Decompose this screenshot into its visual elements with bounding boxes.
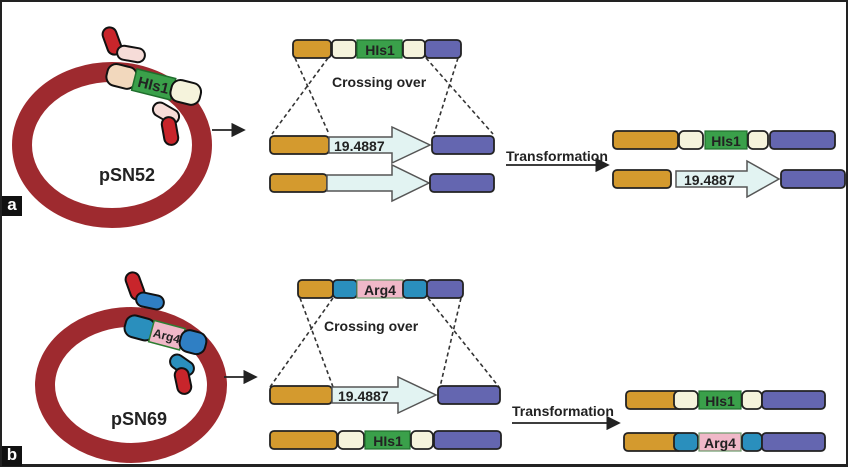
plasmid-insert: HIs1 — [105, 63, 203, 106]
primer-bottom — [169, 353, 195, 395]
crossover-lines — [271, 57, 494, 135]
gene-arrow — [331, 375, 438, 415]
result-row-1: HIs1 — [612, 130, 836, 150]
panel-tag-b: b — [2, 446, 22, 466]
homology-right — [433, 430, 502, 450]
homology-left — [292, 39, 332, 59]
marker-label: HIs1 — [705, 393, 735, 409]
target-row-2 — [269, 163, 495, 203]
plasmid-psn52: HIs1 pSN52 — [12, 26, 212, 228]
gene-arrow — [326, 163, 431, 203]
marker — [698, 390, 742, 410]
homology-right — [769, 130, 836, 150]
marker-label: HIs1 — [711, 133, 741, 149]
transformation-label: Transformation — [512, 403, 614, 419]
panel-b: Arg4 pSN69 Arg4 — [35, 271, 826, 463]
target-row-2: HIs1 — [269, 430, 502, 450]
homology-right — [431, 135, 495, 155]
plasmid-name: pSN69 — [111, 409, 167, 429]
homology-right — [780, 169, 846, 189]
marker-label: Arg4 — [704, 435, 736, 451]
homology-right — [429, 173, 495, 193]
result-row-2: Arg4 — [623, 432, 826, 452]
marker-label: HIs1 — [373, 433, 403, 449]
crossing-over-label: Crossing over — [324, 318, 419, 334]
homology-right — [437, 385, 501, 405]
insert-flank-right — [169, 79, 203, 106]
primer-bottom — [151, 101, 181, 146]
plasmid-insert: Arg4 — [123, 314, 208, 356]
homology-left — [269, 135, 330, 155]
donor-cassette: HIs1 — [292, 39, 462, 59]
homology-left — [269, 385, 333, 405]
plasmid-psn69: Arg4 pSN69 — [35, 271, 227, 463]
homology-right — [426, 279, 464, 299]
gene-label: 19.4887 — [684, 172, 735, 188]
flank-right — [402, 279, 428, 299]
flank-right — [410, 430, 434, 450]
marker — [356, 39, 403, 59]
gene-arrow — [675, 159, 781, 199]
crossing-over-label: Crossing over — [332, 74, 427, 90]
gene-label: 19.4887 — [338, 388, 389, 404]
flank-right — [741, 390, 763, 410]
flank-left — [673, 432, 699, 452]
marker — [698, 432, 742, 452]
homology-left — [612, 130, 679, 150]
insert-marker-label: Arg4 — [152, 326, 182, 347]
flank-left — [331, 39, 357, 59]
flank-left — [332, 279, 358, 299]
homology-right — [424, 39, 462, 59]
panel-a: HIs1 pSN52 HIs1 — [12, 26, 846, 228]
homology-left — [269, 430, 338, 450]
primer-top — [124, 271, 165, 311]
marker-label: Arg4 — [364, 282, 396, 298]
target-row-1: 19.4887 — [269, 375, 501, 415]
flank-right — [747, 130, 769, 150]
flank-right — [402, 39, 426, 59]
marker-label: HIs1 — [365, 42, 395, 58]
donor-cassette: Arg4 — [297, 279, 464, 299]
plasmid-name: pSN52 — [99, 165, 155, 185]
flank-left — [678, 130, 704, 150]
result-row-2: 19.4887 — [612, 159, 846, 199]
gene-arrow — [328, 125, 432, 165]
homology-left — [297, 279, 334, 299]
gene-label: 19.4887 — [334, 138, 385, 154]
homology-left — [612, 169, 672, 189]
flank-right — [741, 432, 763, 452]
marker — [364, 430, 411, 450]
target-row-1: 19.4887 — [269, 125, 495, 165]
flank-left — [337, 430, 365, 450]
homology-right — [761, 390, 826, 410]
transformation-label: Transformation — [506, 148, 608, 164]
result-row-1: HIs1 — [625, 390, 826, 410]
primer-top — [101, 26, 146, 64]
panel-tag-a: a — [2, 196, 22, 216]
insert-flank-right — [178, 329, 208, 356]
crossover-lines — [269, 297, 500, 388]
flank-left — [673, 390, 699, 410]
marker — [704, 130, 748, 150]
homology-left — [269, 173, 328, 193]
homology-right — [761, 432, 826, 452]
